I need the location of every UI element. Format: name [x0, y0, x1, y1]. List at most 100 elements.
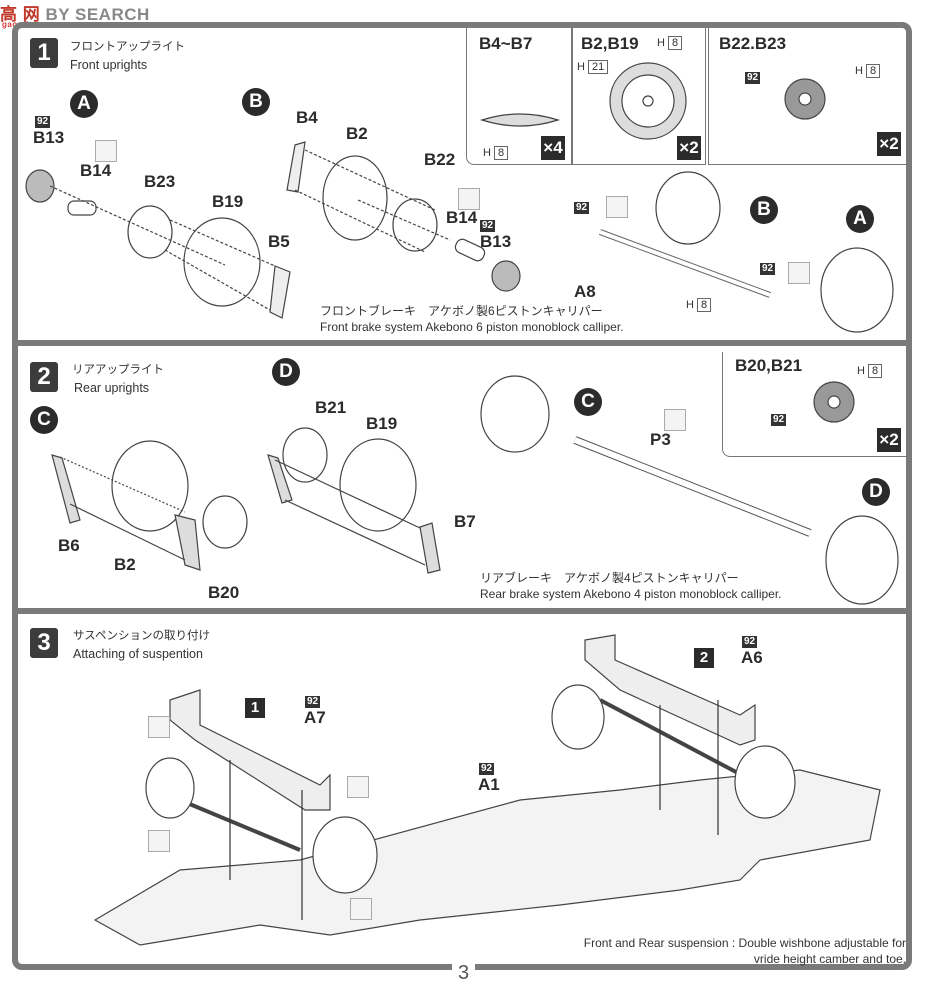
pin-b14	[67, 200, 97, 216]
caliper-b5	[269, 265, 291, 319]
color-ref-prefix: H	[857, 365, 865, 377]
part-label-b13: B13	[480, 232, 512, 251]
color-ref-prefix: H	[483, 147, 491, 159]
front-brake-note-jp: フロントブレーキ アケボノ製6ピストンキャリパー	[320, 304, 603, 318]
part-label-p3: P3	[650, 430, 671, 449]
paint-code: 92	[742, 636, 758, 648]
chassis-a1	[93, 769, 881, 946]
inset-title: B4~B7	[479, 34, 533, 53]
cutter-icon	[350, 898, 372, 920]
cutter-icon	[148, 830, 170, 852]
marker-d: D	[862, 478, 890, 506]
rear-brake-note-jp: リアブレーキ アケボノ製4ピストンキャリパー	[480, 571, 739, 585]
cutter-icon	[458, 188, 480, 210]
color-ref-number: 21	[587, 60, 609, 74]
paint-code: 92	[574, 202, 590, 214]
paint-code: 92	[305, 696, 321, 708]
cutter-icon	[347, 776, 369, 798]
color-ref-prefix: H	[686, 299, 694, 311]
arm-a6	[584, 634, 756, 746]
part-label-b19: B19	[212, 192, 244, 211]
callout-step-1: 1	[245, 698, 265, 718]
cutter-icon	[788, 262, 810, 284]
paint-code: 92	[760, 263, 776, 275]
inset-title: B22.B23	[719, 34, 787, 53]
marker-c: C	[574, 388, 602, 416]
part-label-a8: A8	[574, 282, 596, 301]
disc-b19	[183, 217, 261, 307]
quantity-badge: ×2	[877, 428, 901, 452]
part-label-b23: B23	[144, 172, 176, 191]
page-number: 3	[452, 962, 476, 985]
step-number-3: 3	[30, 628, 58, 658]
watermark-brand: BY SEARCH	[45, 5, 150, 24]
part-label-b13: B13	[33, 128, 65, 147]
step-number-2: 2	[30, 362, 58, 392]
color-ref-prefix: H	[657, 37, 665, 49]
paint-code: 92	[35, 116, 51, 128]
upright-b23	[127, 205, 173, 259]
cutter-icon	[606, 196, 628, 218]
part-label-b21: B21	[315, 398, 347, 417]
cutter-icon	[664, 409, 686, 431]
step-1-title-jp: フロントアップライト	[70, 41, 185, 53]
color-ref-prefix: H	[577, 61, 585, 73]
step-3-title-jp: サスペンションの取り付け	[73, 630, 210, 642]
rear-brake-note: リアブレーキ アケボノ製4ピストンキャリパー Rear brake system…	[480, 570, 782, 602]
inset-title: B20,B21	[735, 356, 803, 375]
part-label-b5: B5	[268, 232, 290, 251]
suspension-note: Front and Rear suspension : Double wishb…	[556, 935, 906, 967]
suspension-note-text: Double wishbone adjustable for	[738, 936, 906, 950]
part-label-b14: B14	[446, 208, 478, 227]
paint-code: 92	[479, 763, 495, 775]
section-divider	[12, 608, 912, 614]
caliper-b4	[286, 141, 306, 193]
color-ref-number: 8	[667, 36, 683, 50]
marker-a: A	[70, 90, 98, 118]
suspension-note-label: Front and Rear suspension :	[583, 936, 736, 950]
cutter-icon	[148, 716, 170, 738]
paint-code: 92	[771, 414, 787, 426]
cap-b13	[25, 169, 55, 203]
step-1-title-en: Front uprights	[70, 58, 148, 72]
suspension-note-line1: Front and Rear suspension : Double wishb…	[556, 935, 906, 951]
marker-c: C	[30, 406, 58, 434]
part-label-b22: B22	[424, 150, 456, 169]
part-label-a6: A6	[741, 648, 763, 667]
step-number-1: 1	[30, 38, 58, 68]
part-label-b2: B2	[114, 555, 136, 574]
color-ref-number: 8	[867, 364, 883, 378]
arm-a7	[169, 689, 331, 811]
paint-code: 92	[480, 220, 496, 232]
step-2-title-en: Rear uprights	[74, 381, 150, 395]
part-label-b19: B19	[366, 414, 398, 433]
section-divider	[12, 340, 912, 346]
marker-a: A	[846, 205, 874, 233]
part-label-b4: B4	[296, 108, 318, 127]
marker-d: D	[272, 358, 300, 386]
cutter-icon	[95, 140, 117, 162]
quantity-badge: ×2	[677, 136, 701, 160]
callout-step-2: 2	[694, 648, 714, 668]
part-label-b2: B2	[346, 124, 368, 143]
part-label-b20: B20	[208, 583, 240, 602]
inset-title: B2,B19	[581, 34, 639, 53]
color-ref-prefix: H	[855, 65, 863, 77]
marker-b: B	[750, 196, 778, 224]
color-ref-number: 8	[696, 298, 712, 312]
quantity-badge: ×2	[877, 132, 901, 156]
paint-code: 92	[745, 72, 761, 84]
part-label-b6: B6	[58, 536, 80, 555]
front-brake-note: フロントブレーキ アケボノ製6ピストンキャリパー Front brake sys…	[320, 303, 624, 335]
watermark-logo: 高 网	[0, 5, 41, 24]
quantity-badge: ×4	[541, 136, 565, 160]
